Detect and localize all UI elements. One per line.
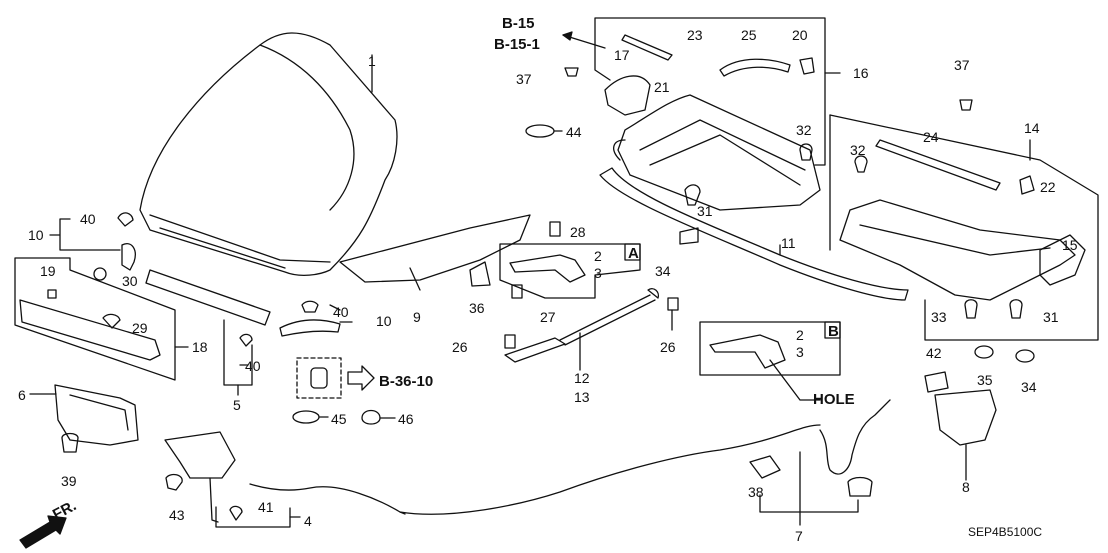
callout-9: 9 bbox=[413, 309, 421, 325]
cowl-right bbox=[839, 199, 1076, 301]
callout-34a: 34 bbox=[655, 263, 671, 279]
callout-37a: 37 bbox=[516, 71, 532, 87]
hinge-a-box bbox=[499, 243, 641, 299]
callout-23: 23 bbox=[687, 27, 703, 43]
callout-8: 8 bbox=[962, 479, 970, 495]
front-arrow bbox=[19, 515, 67, 549]
callout-36: 36 bbox=[469, 300, 485, 316]
callout-15: 15 bbox=[1062, 237, 1078, 253]
strut-12-13 bbox=[504, 337, 566, 363]
cowl-left bbox=[617, 94, 821, 211]
callout-41: 41 bbox=[258, 499, 274, 515]
callout-10a: 10 bbox=[28, 227, 44, 243]
arrow-to-b3610 bbox=[347, 365, 375, 391]
cable-7 bbox=[249, 424, 821, 515]
callout-44: 44 bbox=[566, 124, 582, 140]
callout-6: 6 bbox=[18, 387, 26, 403]
hole-arrow bbox=[769, 359, 821, 401]
callout-29: 29 bbox=[132, 320, 148, 336]
diagram-code: SEP4B5100C bbox=[968, 525, 1042, 539]
cowl-box-14 bbox=[829, 114, 1099, 341]
callout-27: 27 bbox=[540, 309, 556, 325]
callout-37b: 37 bbox=[954, 57, 970, 73]
rod-21 bbox=[621, 34, 673, 61]
callout-19: 19 bbox=[40, 263, 56, 279]
callout-28: 28 bbox=[570, 224, 586, 240]
callout-34b: 34 bbox=[1021, 379, 1037, 395]
callout-3b: 3 bbox=[796, 344, 804, 360]
strip-5 bbox=[145, 269, 271, 326]
seal-44 bbox=[525, 124, 555, 138]
seal-45 bbox=[292, 410, 320, 424]
hole-label: HOLE bbox=[813, 391, 855, 408]
cowl-box-16 bbox=[594, 17, 826, 166]
callout-35: 35 bbox=[977, 372, 993, 388]
lock-bracket-6 bbox=[54, 384, 139, 446]
stopper-46 bbox=[361, 409, 381, 425]
callout-26a: 26 bbox=[452, 339, 468, 355]
callout-12: 12 bbox=[574, 370, 590, 386]
callout-14: 14 bbox=[1024, 120, 1040, 136]
molding-18 bbox=[19, 299, 161, 361]
hinge-b-label-box bbox=[824, 321, 841, 339]
callout-2b: 2 bbox=[796, 327, 804, 343]
callout-21: 21 bbox=[654, 79, 670, 95]
callout-18: 18 bbox=[192, 339, 208, 355]
callout-24: 24 bbox=[923, 129, 939, 145]
callout-22: 22 bbox=[1040, 179, 1056, 195]
callout-1: 1 bbox=[368, 53, 376, 69]
callout-10b: 10 bbox=[376, 313, 392, 329]
ref-b151[interactable]: B-15-1 bbox=[494, 36, 540, 53]
callout-42: 42 bbox=[926, 345, 942, 361]
molding-11 bbox=[599, 167, 909, 301]
callout-25: 25 bbox=[741, 27, 757, 43]
callout-30: 30 bbox=[122, 273, 138, 289]
stopper-detail-box bbox=[296, 357, 342, 399]
callout-40c: 40 bbox=[245, 358, 261, 374]
callout-7: 7 bbox=[795, 528, 803, 544]
ref-b15[interactable]: B-15 bbox=[502, 15, 535, 32]
callout-2a: 2 bbox=[594, 248, 602, 264]
callout-40a: 40 bbox=[80, 211, 96, 227]
callout-39: 39 bbox=[61, 473, 77, 489]
callout-40b: 40 bbox=[333, 304, 349, 320]
hinge-a-label-box bbox=[624, 243, 641, 261]
hinge-b-box bbox=[699, 321, 841, 376]
callout-11: 11 bbox=[781, 235, 796, 251]
callout-43: 43 bbox=[169, 507, 185, 523]
callout-31b: 31 bbox=[1043, 309, 1059, 325]
callout-3a: 3 bbox=[594, 265, 602, 281]
ref-b3610[interactable]: B-36-10 bbox=[379, 373, 433, 390]
callout-32b: 32 bbox=[850, 142, 866, 158]
callout-32a: 32 bbox=[796, 122, 812, 138]
callout-13: 13 bbox=[574, 389, 590, 405]
callout-16: 16 bbox=[853, 65, 869, 81]
insulator-part bbox=[339, 214, 531, 283]
latch-8 bbox=[934, 389, 997, 446]
view-a-label: A bbox=[628, 245, 639, 262]
callout-45: 45 bbox=[331, 411, 347, 427]
callout-5: 5 bbox=[233, 397, 241, 413]
callout-26b: 26 bbox=[660, 339, 676, 355]
callout-4: 4 bbox=[304, 513, 312, 529]
latch-4 bbox=[164, 431, 236, 479]
callout-31a: 31 bbox=[697, 203, 713, 219]
callout-38: 38 bbox=[748, 484, 764, 500]
bracket-10-lines bbox=[49, 218, 121, 251]
callout-33: 33 bbox=[931, 309, 947, 325]
hose-25 bbox=[719, 58, 791, 77]
callout-46: 46 bbox=[398, 411, 414, 427]
callout-17: 17 bbox=[614, 47, 630, 63]
rod-24 bbox=[875, 139, 1001, 191]
hood-part bbox=[139, 32, 398, 276]
callout-20: 20 bbox=[792, 27, 808, 43]
view-b-label: B bbox=[828, 323, 839, 340]
